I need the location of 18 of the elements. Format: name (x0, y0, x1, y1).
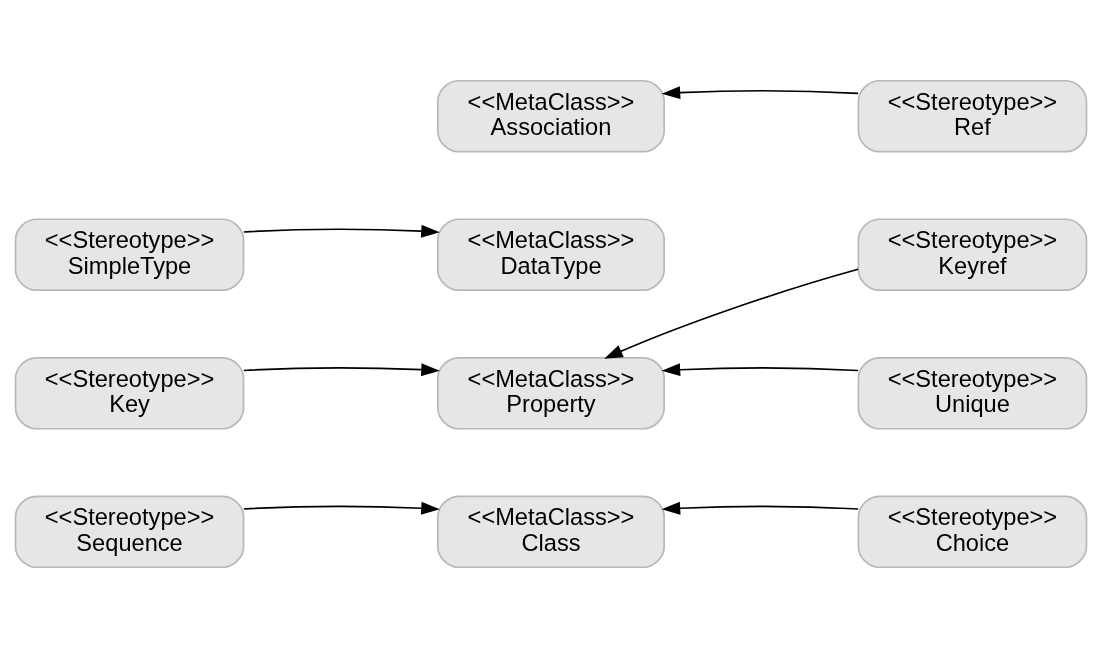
arrow (242, 224, 440, 238)
node-box: <<Stereotype>> Sequence (14, 494, 245, 568)
node-box: <<MetaClass>> Property (436, 356, 666, 430)
node-box: <<Stereotype>> Choice (857, 494, 1088, 568)
node-box: <<Stereotype>> Keyref (857, 217, 1088, 291)
arrow (242, 362, 440, 376)
arrow (661, 85, 859, 99)
arrow (661, 501, 859, 515)
node-box: <<MetaClass>> Association (436, 79, 666, 153)
node-box: <<MetaClass>> DataType (436, 217, 666, 291)
node-box: <<MetaClass>> Class (436, 494, 666, 568)
node-box: <<Stereotype>> Unique (857, 356, 1088, 430)
arrow (242, 501, 440, 515)
arrow (604, 267, 860, 359)
node-box: <<Stereotype>> Key (14, 356, 245, 430)
node-box: <<Stereotype>> Ref (857, 79, 1088, 153)
arrow (661, 362, 859, 376)
node-box: <<Stereotype>> SimpleType (14, 217, 245, 291)
